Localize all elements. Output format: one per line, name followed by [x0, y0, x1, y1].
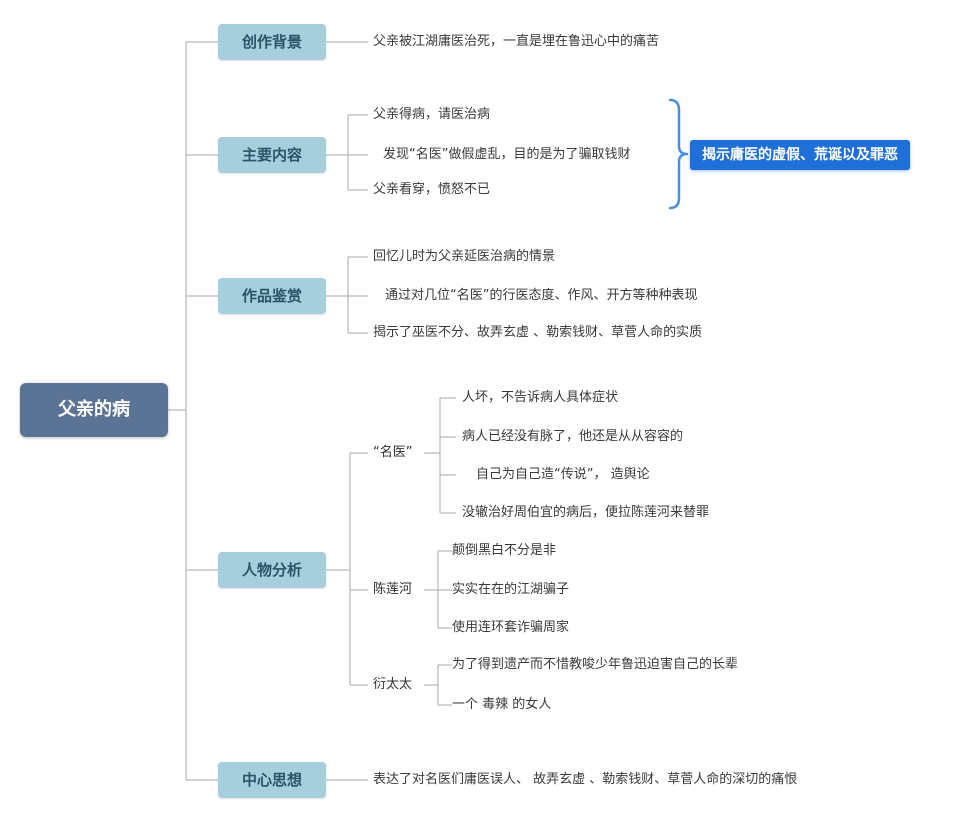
- leaf-node: 颠倒黑白不分是非: [452, 543, 557, 558]
- leaf-node: 实实在在的江湖骗子: [452, 582, 570, 597]
- subtopic-chenlianhe: 陈莲河: [373, 582, 413, 597]
- subtopic-yantaitai: 衍太太: [373, 677, 413, 692]
- leaf-node: 通过对几位“名医”的行医态度、作风、开方等种种表现: [385, 288, 698, 303]
- leaf-node: 为了得到遗产而不惜教唆少年鲁迅迫害自己的长辈: [452, 657, 739, 672]
- leaf-node: 父亲看穿，愤怒不已: [373, 182, 491, 197]
- subtopic-mingyi: “名医”: [373, 445, 413, 460]
- branch-central-idea: 中心思想: [218, 762, 326, 798]
- leaf-node: 回忆儿时为父亲延医治病的情景: [373, 249, 556, 264]
- leaf-node: 使用连环套诈骗周家: [452, 620, 570, 635]
- brace-icon: [668, 98, 689, 210]
- leaf-node: 发现“名医”做假虚乱，目的是为了骗取钱财: [383, 147, 631, 162]
- callout-badge: 揭示庸医的虚假、荒诞以及罪恶: [690, 140, 910, 170]
- leaf-node: 自己为自己造“传说”， 造舆论: [476, 467, 650, 482]
- branch-work-appreciation: 作品鉴赏: [218, 278, 326, 314]
- leaf-node: 表达了对名医们庸医误人、 故弄玄虚 、勒索钱财、草菅人命的深切的痛恨: [373, 772, 798, 787]
- leaf-node: 父亲得病，请医治病: [373, 107, 491, 122]
- root-node: 父亲的病: [20, 383, 168, 437]
- leaf-node: 揭示了巫医不分、故弄玄虚 、勒索钱财、草菅人命的实质: [373, 325, 703, 340]
- branch-character-analysis: 人物分析: [218, 552, 326, 588]
- leaf-node: 人坏，不告诉病人具体症状: [462, 390, 619, 405]
- branch-creation-background: 创作背景: [218, 24, 326, 60]
- leaf-node: 父亲被江湖庸医治死，一直是埋在鲁迅心中的痛苦: [373, 34, 660, 49]
- branch-main-content: 主要内容: [218, 137, 326, 173]
- leaf-node: 病人已经没有脉了，他还是从从容容的: [462, 429, 684, 444]
- leaf-node: 没辙治好周伯宜的病后，便拉陈莲河来替罪: [462, 505, 710, 520]
- leaf-node: 一个 毒辣 的女人: [452, 697, 552, 712]
